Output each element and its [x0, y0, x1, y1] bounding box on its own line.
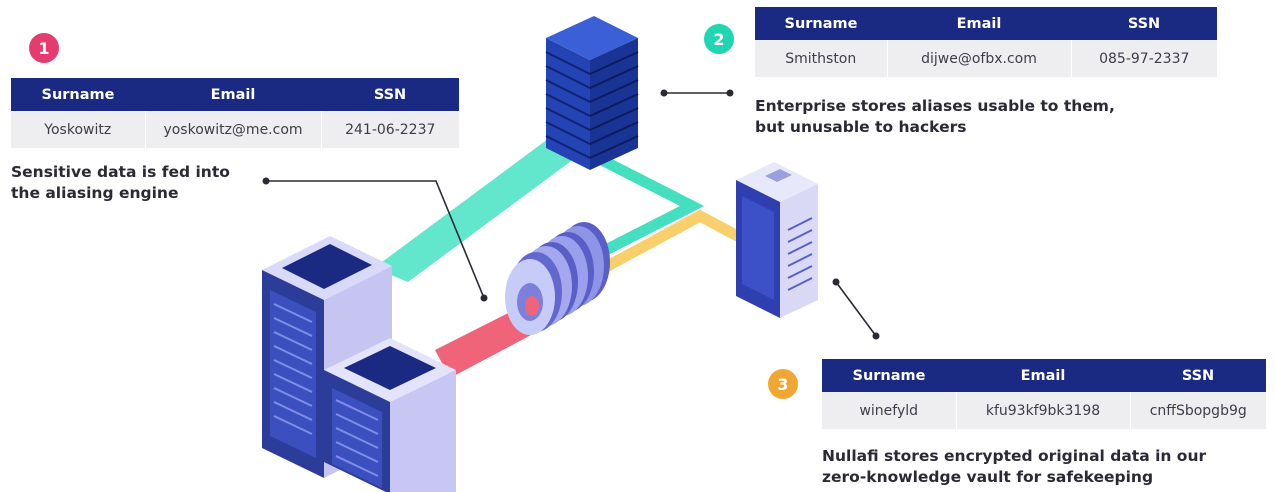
- header-surname: Surname: [11, 78, 145, 111]
- table-header-row: Surname Email SSN: [822, 359, 1266, 392]
- cell-surname: Yoskowitz: [11, 111, 146, 148]
- enterprise-rack-server-icon: [545, 16, 639, 170]
- header-email: Email: [145, 78, 321, 111]
- teal-data-stream-rack-to-clients: [374, 136, 586, 282]
- table-row: winefyld kfu93kf9bk3198 cnffSbopgb9g: [822, 392, 1266, 429]
- caption-sensitive-data: Sensitive data is fed into the aliasing …: [11, 162, 230, 204]
- header-ssn: SSN: [1130, 359, 1266, 392]
- yellow-data-stream-vault: [601, 209, 748, 273]
- cell-email: kfu93kf9bk3198: [956, 392, 1131, 429]
- caption-line: but unusable to hackers: [755, 118, 967, 136]
- table-header-row: Surname Email SSN: [11, 78, 459, 111]
- header-email: Email: [887, 7, 1071, 40]
- cell-email: yoskowitz@me.com: [145, 111, 322, 148]
- header-surname: Surname: [755, 7, 887, 40]
- connector-enterprise: [660, 89, 734, 97]
- cell-surname: winefyld: [822, 392, 957, 429]
- table-enterprise-aliases: Surname Email SSN Smithston dijwe@ofbx.c…: [755, 7, 1217, 77]
- table-row: Smithston dijwe@ofbx.com 085-97-2337: [755, 40, 1217, 77]
- header-ssn: SSN: [321, 78, 459, 111]
- caption-line: Enterprise stores aliases usable to them…: [755, 97, 1115, 115]
- caption-nullafi-vault: Nullafi stores encrypted original data i…: [822, 446, 1206, 488]
- table-header-row: Surname Email SSN: [755, 7, 1217, 40]
- vault-server-icon: [736, 162, 818, 318]
- cell-ssn: 085-97-2337: [1071, 40, 1217, 77]
- caption-line: Sensitive data is fed into: [11, 163, 230, 181]
- header-surname: Surname: [822, 359, 956, 392]
- caption-enterprise-aliases: Enterprise stores aliases usable to them…: [755, 96, 1115, 138]
- table-vault-encrypted: Surname Email SSN winefyld kfu93kf9bk319…: [822, 359, 1266, 429]
- client-server-tower-front-icon: [324, 338, 456, 492]
- cell-ssn: cnffSbopgb9g: [1130, 392, 1266, 429]
- caption-line: the aliasing engine: [11, 184, 179, 202]
- connector-vault: [832, 278, 880, 340]
- aliasing-engine-icon: [505, 222, 610, 335]
- step-2-badge: 2: [704, 24, 734, 54]
- step-1-badge: 1: [29, 33, 59, 63]
- caption-line: zero-knowledge vault for safekeeping: [822, 468, 1154, 486]
- table-original-data: Surname Email SSN Yoskowitz yoskowitz@me…: [11, 78, 459, 148]
- cell-surname: Smithston: [755, 40, 888, 77]
- teal-data-stream-engine: [591, 153, 705, 261]
- header-ssn: SSN: [1071, 7, 1217, 40]
- connector-sensitive: [262, 177, 488, 302]
- table-row: Yoskowitz yoskowitz@me.com 241-06-2237: [11, 111, 459, 148]
- cell-ssn: 241-06-2237: [321, 111, 459, 148]
- caption-line: Nullafi stores encrypted original data i…: [822, 447, 1207, 465]
- header-email: Email: [956, 359, 1130, 392]
- step-3-badge: 3: [768, 369, 798, 399]
- cell-email: dijwe@ofbx.com: [887, 40, 1072, 77]
